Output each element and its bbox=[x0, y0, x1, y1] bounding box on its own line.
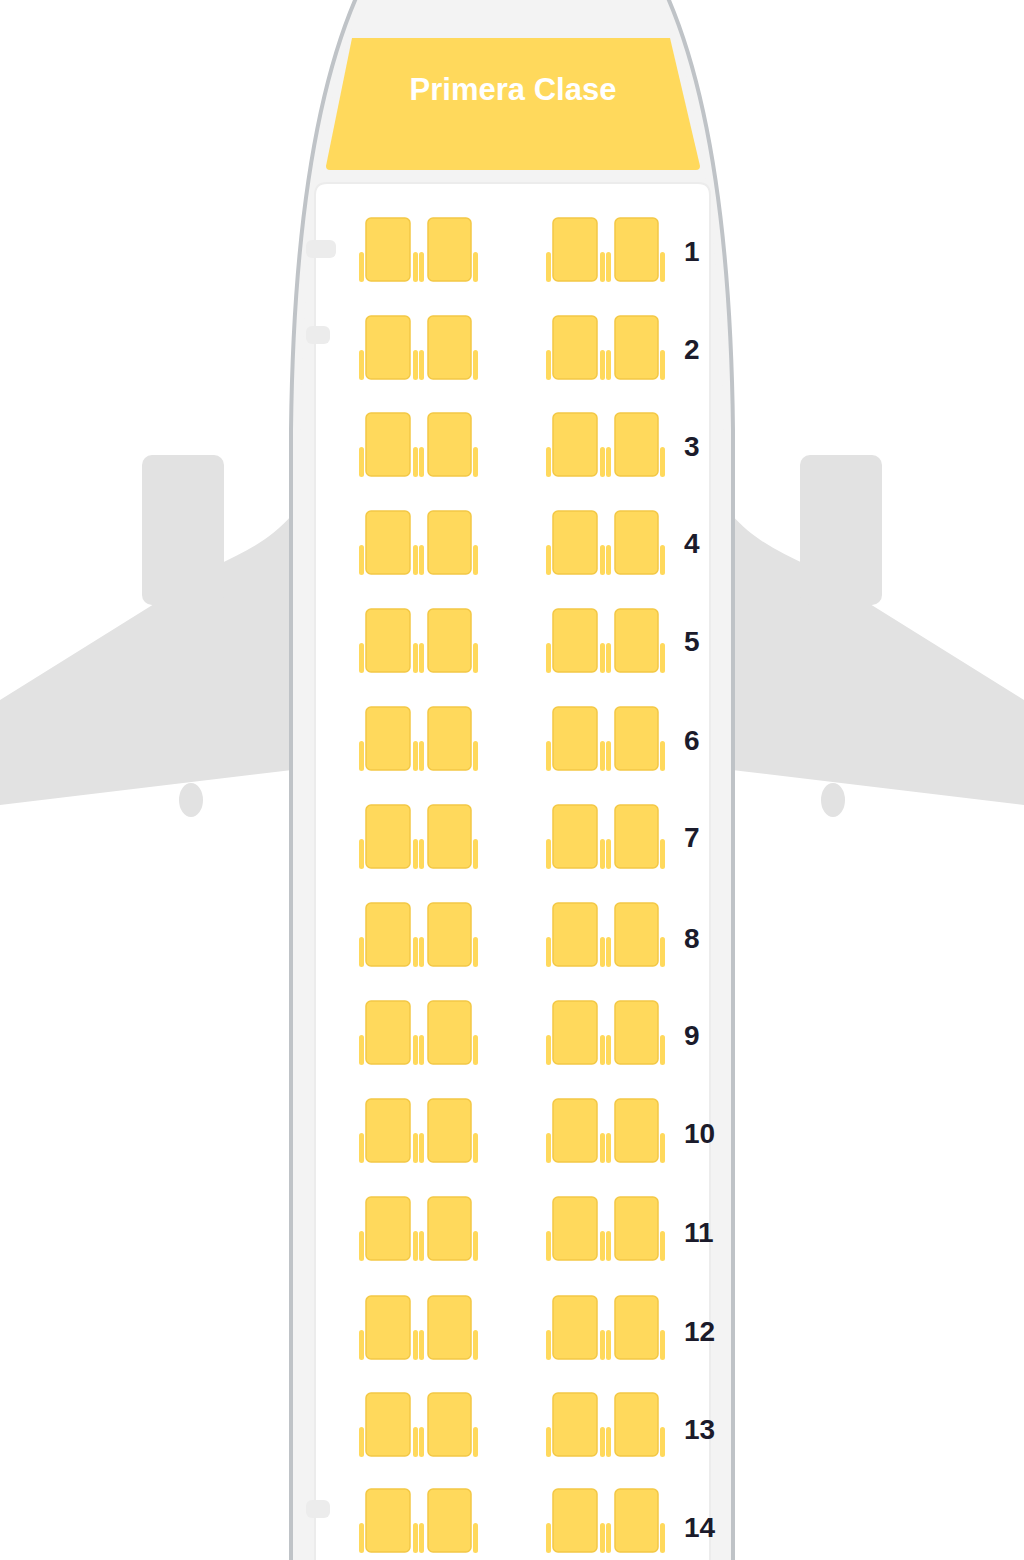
row-number: 10 bbox=[684, 1118, 715, 1150]
seat-row bbox=[359, 1489, 665, 1553]
seat-row bbox=[359, 1393, 665, 1457]
seat-row bbox=[359, 1197, 665, 1261]
row-number: 6 bbox=[684, 725, 700, 757]
seat-row bbox=[359, 1001, 665, 1065]
class-band: Primera Clase bbox=[326, 38, 700, 170]
row-number: 4 bbox=[684, 528, 700, 560]
seat-row bbox=[359, 1296, 665, 1360]
seat-row bbox=[359, 511, 665, 575]
seat-row bbox=[359, 1099, 665, 1163]
seat-row bbox=[359, 316, 665, 380]
seat-row bbox=[359, 805, 665, 869]
row-number: 11 bbox=[684, 1217, 714, 1249]
row-number: 12 bbox=[684, 1316, 715, 1348]
row-number: 2 bbox=[684, 334, 700, 366]
row-number: 3 bbox=[684, 431, 700, 463]
band-fill bbox=[326, 38, 700, 170]
seat-row bbox=[359, 707, 665, 771]
class-title: Primera Clase bbox=[326, 69, 700, 111]
cabin-floor bbox=[300, 0, 724, 1560]
row-number: 9 bbox=[684, 1020, 700, 1052]
seat-row bbox=[359, 218, 665, 282]
seat-row bbox=[359, 413, 665, 477]
row-number: 14 bbox=[684, 1512, 715, 1544]
row-number: 5 bbox=[684, 626, 700, 658]
row-number: 7 bbox=[684, 822, 700, 854]
fuselage bbox=[291, 0, 733, 1560]
seat-row bbox=[359, 609, 665, 673]
exit-markers bbox=[306, 240, 336, 1518]
seat-row bbox=[359, 903, 665, 967]
row-number: 8 bbox=[684, 923, 700, 955]
row-number: 1 bbox=[684, 236, 700, 268]
cabin bbox=[315, 183, 710, 1560]
row-number: 13 bbox=[684, 1414, 715, 1446]
seats bbox=[359, 218, 665, 1553]
